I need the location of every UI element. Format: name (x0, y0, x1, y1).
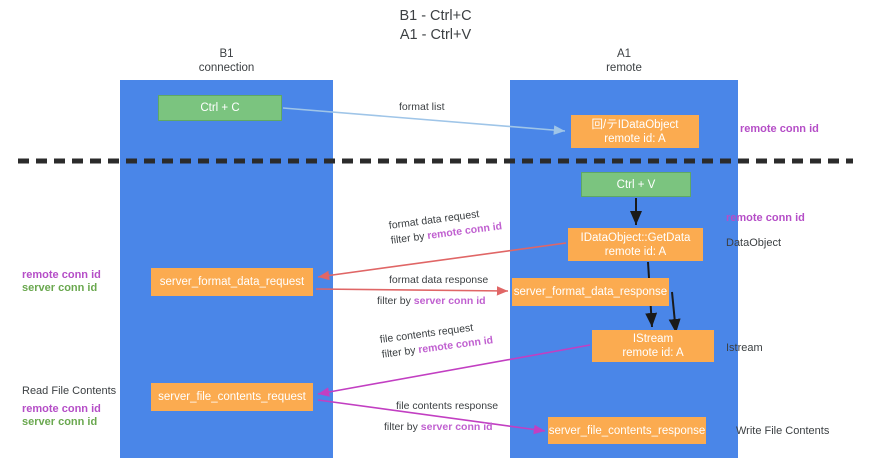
edge-label-file-contents-response: file contents response filter by server … (384, 399, 499, 435)
annotation-left-remote-conn-id: remote conn id (22, 269, 101, 281)
edge-filter-prefix-1: filter by (390, 230, 429, 247)
edge-text-format-data-response: format data response (389, 274, 489, 286)
edge-text-file-contents-response: file contents response (396, 400, 499, 412)
annotation-left-server-conn-id: server conn id (22, 282, 98, 294)
edge-filter-prefix-4: filter by (384, 421, 421, 433)
edge-filter-prefix-3: filter by (381, 344, 420, 361)
node-istream[interactable]: IStream remote id: A (592, 330, 714, 362)
node-server-file-contents-response[interactable]: server_file_contents_response (548, 417, 706, 444)
edge-filter-key-server-conn-id-1: server conn id (413, 295, 486, 307)
lane-header-a1: A1 remote (606, 48, 642, 74)
node-server-format-data-response[interactable]: server_format_data_response (512, 278, 669, 306)
node-server-file-contents-request[interactable]: server_file_contents_request (151, 383, 313, 411)
annotation-dataobject: DataObject (726, 237, 782, 249)
annotation-istream: Istream (726, 342, 763, 354)
annotation-remote-conn-id-top: remote conn id (740, 123, 819, 135)
node-idataobject-getdata[interactable]: IDataObject::GetData remote id: A (568, 228, 703, 261)
edge-label-format-data-response: format data response filter by server co… (377, 273, 489, 309)
annotation-left-remote-conn-id-2: remote conn id (22, 403, 101, 415)
diagram-title: B1 - Ctrl+C A1 - Ctrl+V (399, 8, 472, 43)
node-ctrl-v[interactable]: Ctrl + V (581, 172, 691, 197)
annotation-write-file-contents: Write File Contents (736, 425, 830, 437)
node-server-format-data-request[interactable]: server_format_data_request (151, 268, 313, 296)
lane-header-b1: B1 connection (198, 48, 255, 74)
node-ctrl-c[interactable]: Ctrl + C (158, 95, 282, 121)
edge-label-file-contents-request: file contents request filter by remote c… (379, 318, 494, 362)
node-idataobject-remote[interactable]: 回/テIDataObject remote id: A (571, 115, 699, 148)
annotation-read-file-contents: Read File Contents (22, 385, 117, 397)
edge-label-format-data-request: format data request filter by remote con… (388, 204, 503, 248)
edge-filter-prefix-2: filter by (377, 295, 414, 307)
annotation-remote-conn-id-mid: remote conn id (726, 212, 805, 224)
edge-label-format-list: format list (399, 101, 445, 113)
annotation-left-server-conn-id-2: server conn id (22, 416, 98, 428)
edge-filter-key-server-conn-id-2: server conn id (420, 421, 493, 433)
